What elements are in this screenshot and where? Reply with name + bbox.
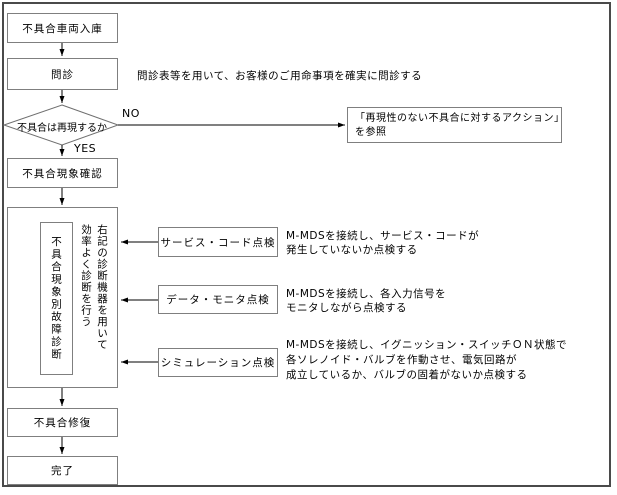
node-vehicle-entry-label: 不具合車両入庫 bbox=[22, 22, 103, 35]
data-monitor-desc-line2: モニタしながら点検する bbox=[286, 302, 407, 314]
node-interview-label: 問診 bbox=[51, 68, 74, 81]
node-service-code-check: サービス・コード点検 bbox=[158, 227, 278, 257]
node-vehicle-entry: 不具合車両入庫 bbox=[7, 13, 118, 43]
simulation-desc-line3: 成立しているか、バルブの固着がないか点検する bbox=[286, 369, 528, 381]
service-code-desc-line1: M-MDSを接続し、サービス・コードが bbox=[286, 230, 480, 242]
decision-yes-label: YES bbox=[74, 142, 97, 155]
simulation-desc-line1: M-MDSを接続し、イグニッション・スイッチＯＮ状態で bbox=[286, 339, 567, 351]
diagram-border bbox=[2, 2, 611, 487]
node-simulation-check-label: シミュレーション点検 bbox=[160, 357, 276, 369]
node-simulation-check: シミュレーション点検 bbox=[158, 348, 278, 377]
simulation-desc: M-MDSを接続し、イグニッション・スイッチＯＮ状態で 各ソレノイド・バルブを作… bbox=[286, 338, 567, 383]
node-data-monitor-check-label: データ・モニタ点検 bbox=[166, 294, 270, 306]
decision-no-label: NO bbox=[122, 107, 140, 120]
node-repair: 不具合修復 bbox=[7, 408, 118, 437]
diagnosis-note-col2: 効率よく診断を行う bbox=[80, 224, 92, 328]
node-service-code-check-label: サービス・コード点検 bbox=[160, 236, 276, 249]
node-decision-label: 不具合は再現するか bbox=[17, 123, 107, 134]
node-reference: 「再現性のない不具合に対するアクション」 を参照 bbox=[347, 107, 565, 143]
node-done-label: 完了 bbox=[51, 465, 74, 477]
node-reference-line2: を参照 bbox=[355, 127, 387, 138]
data-monitor-desc: M-MDSを接続し、各入力信号を モニタしながら点検する bbox=[286, 287, 446, 315]
node-done: 完了 bbox=[7, 456, 118, 485]
diagnosis-note-col1: 右記の診断機器を用いて bbox=[96, 224, 108, 351]
node-repair-label: 不具合修復 bbox=[33, 417, 92, 429]
diagnosis-note: 右記の診断機器を用いて 効率よく診断を行う bbox=[76, 224, 110, 374]
node-phenomenon-confirm: 不具合現象確認 bbox=[7, 158, 118, 188]
service-code-desc-line2: 発生していないか点検する bbox=[286, 244, 418, 256]
node-interview: 問診 bbox=[7, 58, 118, 90]
simulation-desc-line2: 各ソレノイド・バルブを作動させ、電気回路が bbox=[286, 354, 517, 366]
node-diagnosis-inner: 不具合現象別故障診断 bbox=[40, 222, 73, 375]
data-monitor-desc-line1: M-MDSを接続し、各入力信号を bbox=[286, 288, 447, 300]
node-reference-line1: 「再現性のない不具合に対するアクション」 bbox=[355, 113, 565, 124]
node-data-monitor-check: データ・モニタ点検 bbox=[158, 285, 278, 314]
interview-note: 問診表等を用いて、お客様のご用命事項を確実に問診する bbox=[137, 70, 423, 82]
service-code-desc: M-MDSを接続し、サービス・コードが 発生していないか点検する bbox=[286, 229, 479, 257]
node-diagnosis-label: 不具合現象別故障診断 bbox=[50, 236, 62, 361]
node-phenomenon-confirm-label: 不具合現象確認 bbox=[22, 167, 103, 180]
